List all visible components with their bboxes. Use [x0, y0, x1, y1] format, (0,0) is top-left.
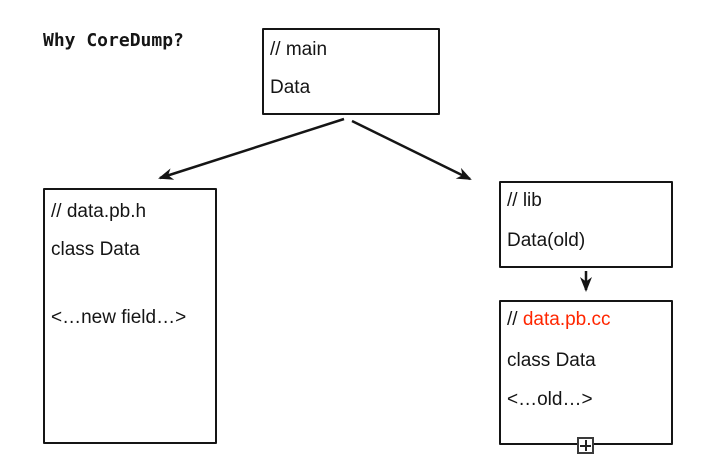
- code-line-comment: // data.pb.cc: [507, 309, 665, 331]
- code-line-comment: // lib: [507, 190, 542, 211]
- node-lib[interactable]: // lib Data(old): [499, 181, 673, 268]
- object-handle-icon[interactable]: [577, 437, 594, 454]
- arrow-main-to-datapbh: [158, 117, 345, 180]
- node-data-pb-cc[interactable]: // data.pb.cc class Data <…old…>: [499, 300, 673, 445]
- comment-slashes: //: [507, 309, 523, 330]
- code-line: <…old…>: [507, 389, 593, 410]
- arrow-main-to-lib: [351, 119, 472, 181]
- code-line: <…new field…>: [51, 307, 187, 328]
- node-main[interactable]: // main Data: [262, 28, 440, 115]
- code-line: Data(old): [507, 230, 586, 251]
- code-line-comment: // main: [270, 39, 328, 60]
- filename-highlight: data.pb.cc: [522, 309, 611, 330]
- code-line: class Data: [51, 239, 140, 260]
- code-line-comment: // data.pb.h: [51, 201, 147, 222]
- code-line: class Data: [507, 350, 596, 371]
- slide-title: Why CoreDump?: [43, 30, 184, 51]
- code-line: Data: [270, 77, 311, 98]
- node-data-pb-h[interactable]: // data.pb.h class Data <…new field…>: [43, 188, 217, 444]
